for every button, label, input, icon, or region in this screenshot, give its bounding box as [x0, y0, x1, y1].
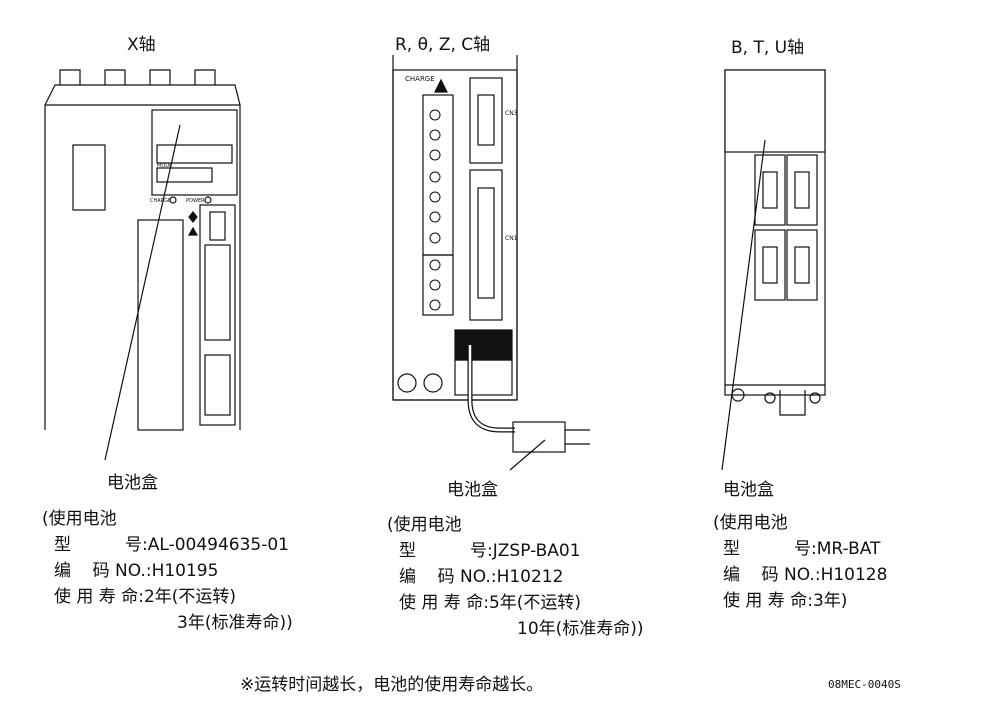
- battery-code: H10195: [151, 561, 219, 581]
- battery-model: JZSP-BA01: [492, 541, 581, 561]
- panel-label: POWER: [186, 198, 205, 204]
- battery-box-label: 电池盒: [447, 480, 498, 500]
- unit-title: R, θ, Z, C轴: [395, 35, 491, 55]
- r-theta-z-c-unit-drawing: [392, 55, 590, 471]
- battery-spec-rtzc: (使用电池 型 号:JZSP-BA01 编 码 NO.:H10212 使 用 寿…: [387, 512, 644, 642]
- unit-title: B, T, U轴: [731, 38, 805, 58]
- spec-label: 使 用 寿 命:: [399, 593, 489, 613]
- battery-life: 5年(不运转): [488, 593, 582, 613]
- panel-label: CN3: [505, 110, 518, 117]
- battery-life: 3年): [812, 591, 848, 611]
- battery-code: H10128: [820, 565, 888, 585]
- battery-life: 2年(不运转): [143, 587, 237, 607]
- battery-code: H10212: [496, 567, 564, 587]
- spec-label: 使 用 寿 命:: [54, 587, 144, 607]
- panel-label: CN1: [505, 235, 518, 242]
- spec-label: 使 用 寿 命:: [723, 591, 813, 611]
- battery-life: 3年(标准寿命)): [177, 613, 293, 633]
- spec-heading: (使用电池: [713, 513, 788, 533]
- spec-label: 编 码 NO.:: [54, 561, 152, 581]
- b-t-u-unit-drawing: [721, 69, 826, 471]
- battery-box-label: 电池盒: [107, 473, 158, 493]
- panel-label: CHARGE: [405, 75, 435, 83]
- battery-spec-x: (使用电池 型 号:AL-00494635-01 编 码 NO.:H10195 …: [42, 506, 293, 636]
- spec-label: 编 码 NO.:: [399, 567, 497, 587]
- spec-label: 型 号:: [54, 535, 148, 555]
- footnote: ※运转时间越长，电池的使用寿命越长。: [240, 675, 544, 695]
- battery-box-label: 电池盒: [723, 480, 774, 500]
- spec-heading: (使用电池: [387, 515, 462, 535]
- battery-model: MR-BAT: [816, 539, 881, 559]
- spec-heading: (使用电池: [42, 509, 117, 529]
- figure-code: 08MEC-0040S: [828, 678, 901, 691]
- battery-life: 10年(标准寿命)): [517, 619, 644, 639]
- panel-label: MODE: [157, 163, 173, 169]
- spec-label: 型 号:: [723, 539, 817, 559]
- spec-label: 型 号:: [399, 541, 493, 561]
- panel-label: CHARGE: [150, 198, 172, 204]
- unit-title: X轴: [127, 35, 156, 55]
- battery-spec-btu: (使用电池 型 号:MR-BAT 编 码 NO.:H10128 使 用 寿 命:…: [713, 510, 887, 614]
- battery-model: AL-00494635-01: [147, 535, 289, 555]
- spec-label: 编 码 NO.:: [723, 565, 821, 585]
- x-axis-unit-drawing: [44, 69, 241, 461]
